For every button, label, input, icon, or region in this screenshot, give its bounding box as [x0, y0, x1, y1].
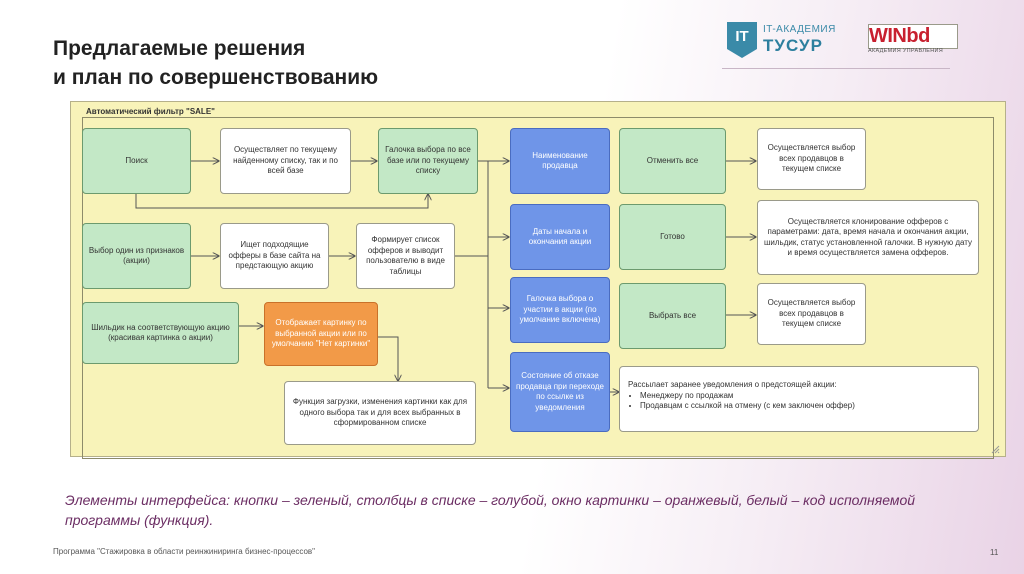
image-upload-function: Функция загрузки, изменения картинки как… — [284, 381, 476, 445]
it-academy-logo: IT IT-АКАДЕМИЯ ТУСУР — [727, 22, 847, 62]
notify-function: Рассылает заранее уведомления о предстоя… — [619, 366, 979, 432]
winbd-logo: WINbd АКАДЕМИЯ УПРАВЛЕНИЯ — [868, 24, 958, 64]
select-all-function: Осуществляется выбор всех продавцов в те… — [757, 283, 866, 345]
academy-line2: ТУСУР — [763, 36, 823, 55]
image-window: Отображает картинку по выбранной акции и… — [264, 302, 378, 366]
badge-button-label: Шильдик на соответствующую акцию (красив… — [91, 322, 230, 343]
slide-title: Предлагаемые решения и план по совершенс… — [53, 34, 378, 92]
column-seller-name: Наименование продавца — [510, 128, 610, 194]
select-all-button[interactable]: Выбрать все — [619, 283, 726, 349]
notify-title: Рассылает заранее уведомления о предстоя… — [628, 380, 837, 389]
select-feature-button[interactable]: Выбор один из признаков (акции) — [82, 223, 191, 289]
academy-line1: IT-АКАДЕМИЯ — [763, 24, 836, 35]
winbd-wordmark: WINbd — [868, 24, 958, 49]
search-scope-function: Осуществляет по текущему найденному спис… — [220, 128, 351, 194]
legend-caption: Элементы интерфейса: кнопки – зеленый, с… — [65, 492, 916, 528]
slide-title-line2: и план по совершенствованию — [53, 66, 379, 89]
winbd-subtitle: АКАДЕМИЯ УПРАВЛЕНИЯ — [868, 48, 944, 54]
header-divider — [722, 68, 950, 69]
column-refusal: Состояние об отказе продавца при переход… — [510, 352, 610, 432]
column-dates: Даты начала и окончания акции — [510, 204, 610, 270]
column-participation: Галочка выбора о участии в акции (по умо… — [510, 277, 610, 343]
form-list-function: Формирует список офферов и выводит польз… — [356, 223, 455, 289]
notify-item: Продавцам с ссылкой на отмену (с кем зак… — [640, 401, 970, 412]
slide-title-line1: Предлагаемые решения — [53, 37, 306, 60]
scope-checkbox-button[interactable]: Галочка выбора по все базе или по текуще… — [378, 128, 478, 194]
notify-list: Менеджеру по продажам Продавцам с ссылко… — [628, 391, 970, 412]
diagram-label: Автоматический фильтр "SALE" — [86, 107, 215, 116]
resize-handle-icon — [991, 445, 1000, 454]
done-function: Осуществляется клонирование офферов с па… — [757, 200, 979, 275]
notify-item: Менеджеру по продажам — [640, 391, 970, 402]
it-shield-icon: IT — [727, 22, 757, 58]
find-offers-function: Ищет подходящие офферы в базе сайта на п… — [220, 223, 329, 289]
footer-program: Программа "Стажировка в области реинжини… — [53, 547, 316, 556]
page-number: 11 — [990, 548, 999, 557]
cancel-all-button[interactable]: Отменить все — [619, 128, 726, 194]
cancel-all-function: Осуществляется выбор всех продавцов в те… — [757, 128, 866, 190]
badge-button[interactable]: Шильдик на соответствующую акцию (красив… — [82, 302, 239, 364]
done-button[interactable]: Готово — [619, 204, 726, 270]
search-button[interactable]: Поиск — [82, 128, 191, 194]
